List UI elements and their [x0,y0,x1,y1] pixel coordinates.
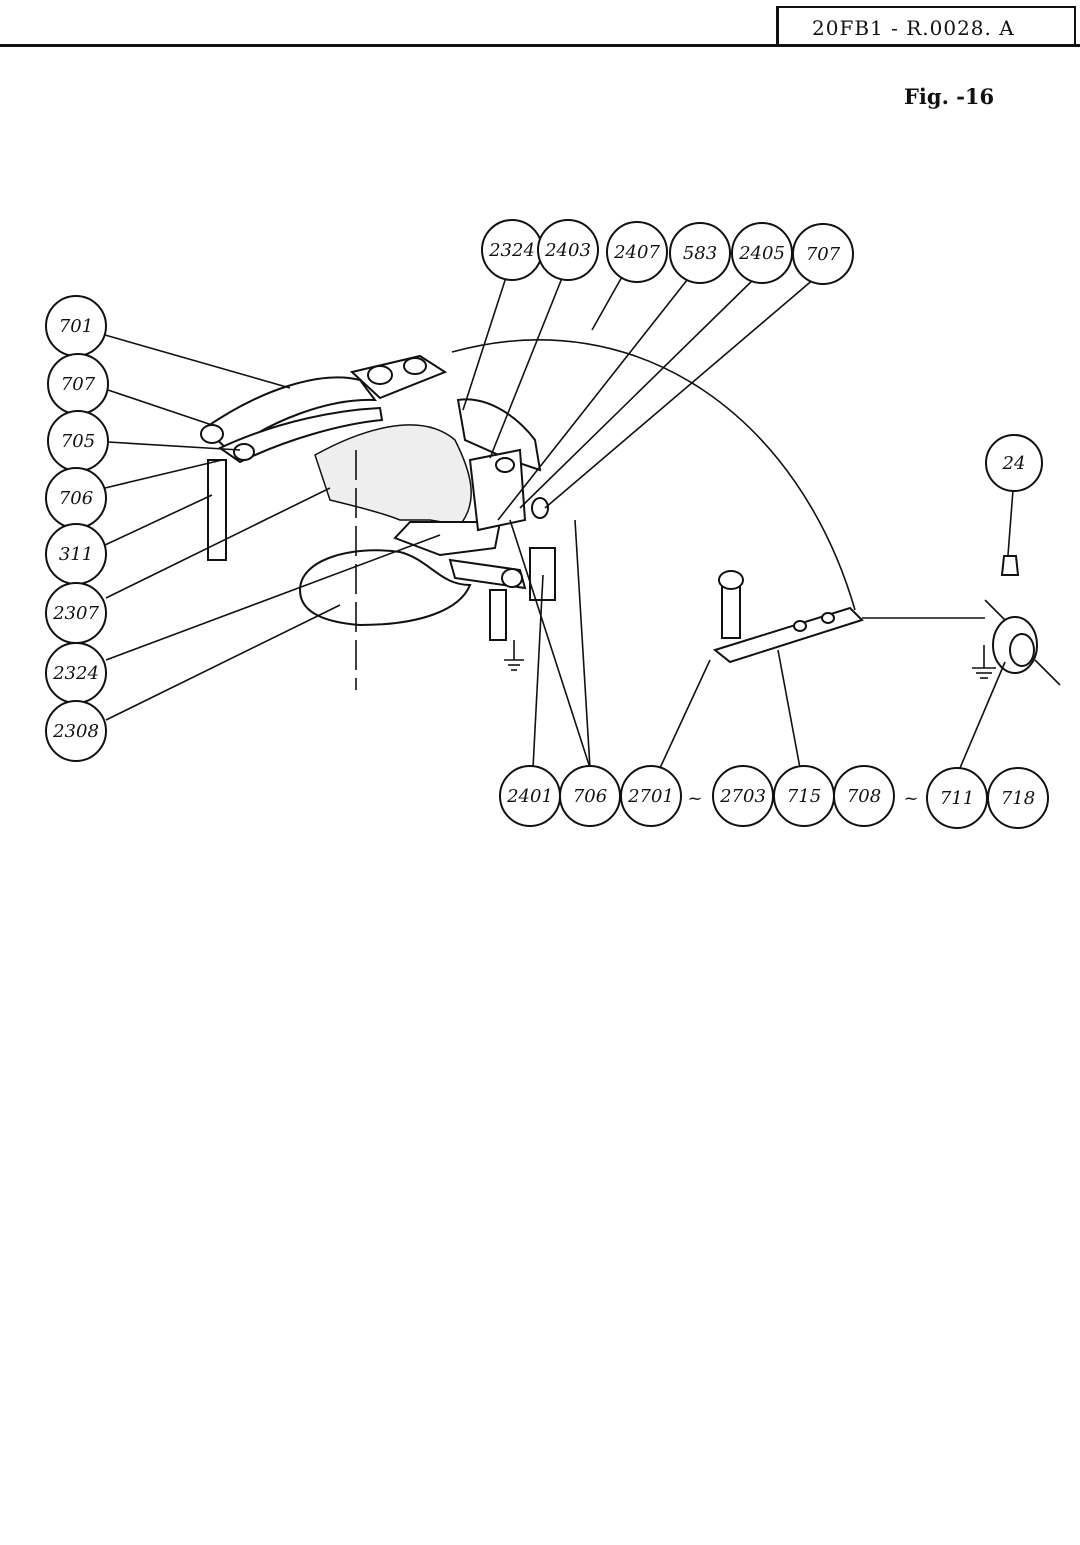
callout-label: 705 [61,431,95,452]
knob-insert [1000,555,1020,576]
bolt-head [718,570,744,590]
callout-right: 24 [985,434,1043,492]
ground-symbol-right [972,645,996,679]
callout-label: 2701 [627,786,674,807]
callout-label: 2401 [506,786,553,807]
adjust-screw [531,497,549,519]
callout-label: 311 [59,544,93,565]
callout-circle [537,219,599,281]
lift-post [489,589,507,641]
range-separator: ~ [903,788,918,809]
leader-lines [104,264,1014,769]
figure-label: Fig. -16 [904,84,995,109]
callout-label: 2307 [52,603,99,624]
callout-label: 2324 [488,240,535,261]
callout-circle [606,221,668,283]
callout-label: 2324 [52,663,99,684]
callout-label: 706 [59,488,93,509]
arm-lever-lower [218,406,384,464]
callout-label: 701 [59,316,93,337]
head-screw-left [367,365,393,385]
callout-label: 24 [1002,453,1026,474]
lift-screw [501,568,523,588]
callout-circle [669,222,731,284]
callouts-top-row: 2324 2403 2407 583 2405 707 [481,219,854,285]
head-screw-right [403,357,427,375]
callouts-left-column: 701 707 705 706 311 2307 2324 2308 [45,295,109,762]
ground-symbol-left [504,640,524,671]
cover-plate [314,424,472,526]
pivot-pin [233,443,255,461]
switch-assembly-drawing [712,555,1061,686]
callout-circle [792,223,854,285]
callout-label: 706 [573,786,607,807]
callout-label: 715 [787,786,821,807]
pivot-eye [200,424,224,444]
callout-label: 707 [806,244,841,265]
header-rule [0,44,1080,47]
vertical-shaft [207,459,227,561]
document-code-box [776,6,1076,46]
mount-bolt [721,581,741,639]
callout-label: 711 [940,788,974,809]
callout-label: 708 [847,786,881,807]
rest-plate [298,549,472,627]
document-code: 20FB1 - R.0028. A [812,16,1015,40]
callout-circle [731,222,793,284]
lead-wire [451,339,856,611]
cartridge-screw [495,457,515,473]
callout-label: 2703 [719,786,766,807]
callout-label: 718 [1001,788,1035,809]
range-separator: ~ [687,788,702,809]
callout-label: 2308 [52,721,99,742]
callout-label: 707 [61,374,96,395]
callout-label: 2407 [613,242,660,263]
arm-lever [203,376,378,454]
callout-label: 583 [683,243,717,264]
callout-label: 2403 [544,240,591,261]
callouts-bottom-row: 2401 706 2701 ~ 2703 715 708 ~ 711 718 [499,765,1049,829]
callout-label: 2405 [738,243,785,264]
